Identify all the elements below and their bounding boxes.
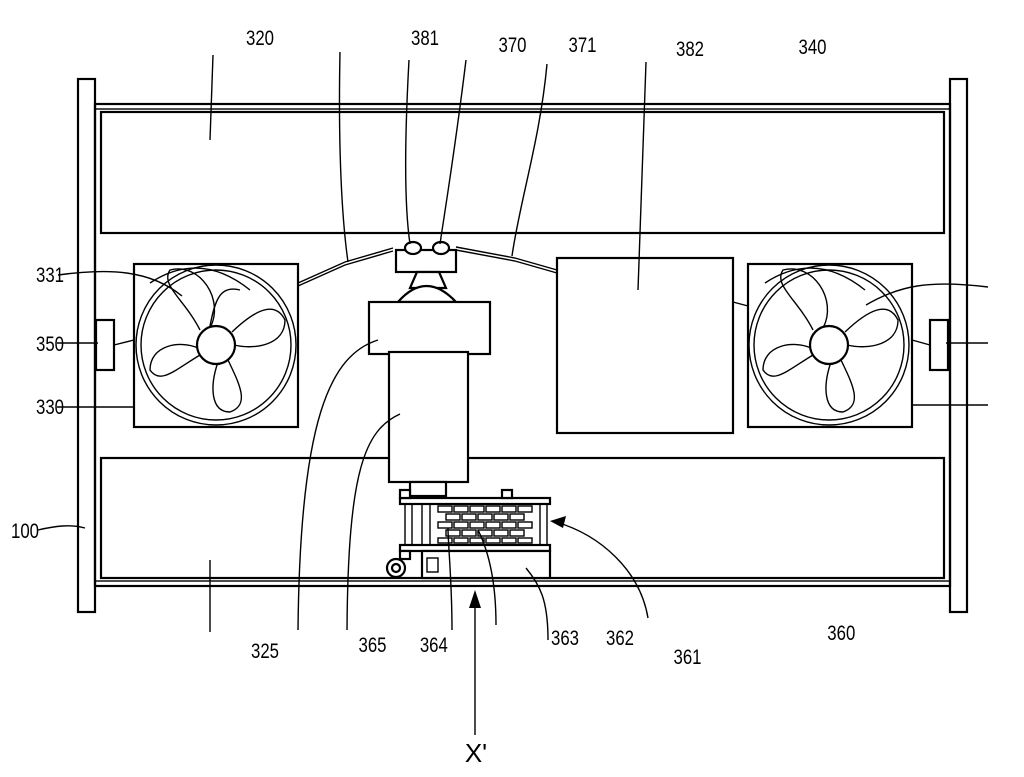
heater-unit-360 — [385, 480, 552, 580]
leader-370 — [405, 59, 411, 245]
label-360: 360 — [827, 622, 855, 645]
leader-381 — [338, 51, 349, 263]
fan-corner-arc — [149, 267, 251, 291]
wire-336 — [732, 301, 749, 307]
connector-351 — [928, 318, 950, 372]
fan-shroud-335 — [748, 264, 910, 426]
fan-blade — [209, 288, 241, 327]
label-364: 364 — [420, 634, 448, 657]
label-331: 331 — [36, 264, 64, 287]
terminal — [426, 557, 439, 573]
roller-371 — [431, 240, 451, 256]
control-box-340 — [555, 256, 735, 435]
clip — [500, 488, 514, 500]
label-361: 361 — [673, 646, 701, 669]
wire-381 — [297, 247, 394, 284]
fan-blade — [212, 359, 243, 413]
fan-335 — [746, 262, 914, 429]
label-100: 100 — [11, 520, 39, 543]
top-rail — [398, 496, 552, 506]
fan-hub-331 — [195, 324, 237, 366]
leader-331 — [57, 270, 183, 297]
wire-350 — [113, 339, 135, 346]
label-320: 320 — [246, 27, 274, 50]
fan-blade — [149, 343, 201, 377]
fan-blade — [780, 268, 829, 331]
wires — [297, 246, 749, 307]
knob-center — [390, 562, 402, 574]
fan-shroud-inner-330 — [140, 269, 292, 421]
pointer-360-head — [550, 516, 566, 528]
label-365: 365 — [358, 634, 386, 657]
label-325: 325 — [251, 640, 279, 663]
label-view-x: X' — [465, 738, 487, 768]
label-330: 330 — [36, 396, 64, 419]
leader-361 — [525, 567, 549, 641]
pointer-360 — [555, 521, 649, 619]
roller-370 — [403, 240, 423, 256]
leader-320 — [209, 54, 214, 141]
leader-336 — [865, 283, 989, 306]
clip — [398, 549, 412, 561]
fan-shroud-330 — [135, 264, 297, 426]
label-382: 382 — [676, 38, 704, 61]
wire-382 — [455, 246, 558, 271]
clip — [398, 488, 412, 500]
fan-blade — [844, 308, 899, 348]
right-end-plate — [948, 77, 969, 614]
leader-362 — [477, 529, 497, 626]
fan-frame-330 — [132, 262, 300, 429]
left-end-plate — [76, 77, 97, 614]
label-350: 350 — [36, 333, 64, 356]
upper-panel-320 — [99, 110, 946, 235]
leader-100 — [37, 525, 86, 531]
leader-382 — [511, 63, 548, 257]
fan-corner-arc — [764, 267, 866, 291]
stem — [408, 270, 448, 290]
fan-hub-336 — [808, 324, 850, 366]
view-arrow-head — [469, 590, 481, 608]
leader-364 — [346, 413, 401, 631]
fan-blade — [231, 308, 286, 348]
leader-340 — [637, 61, 647, 291]
label-381: 381 — [411, 27, 439, 50]
motor-364 — [387, 350, 470, 484]
fan-blade — [762, 343, 814, 377]
fan-330 — [132, 262, 300, 429]
leader-371 — [439, 59, 467, 245]
motor-assembly — [367, 240, 492, 484]
leader-365 — [297, 339, 379, 631]
leader-lines — [37, 51, 989, 641]
label-371: 371 — [568, 34, 596, 57]
fan-blade — [167, 268, 216, 331]
housing-365 — [367, 300, 492, 356]
leader-363 — [447, 527, 453, 631]
label-362: 362 — [606, 627, 634, 650]
heating-element-362 — [437, 505, 533, 544]
wire-351 — [911, 339, 931, 346]
coupling — [408, 480, 448, 498]
label-370: 370 — [498, 34, 526, 57]
wire-382-inner — [455, 249, 558, 274]
wire-381-inner — [297, 250, 394, 287]
fan-blade — [825, 359, 856, 413]
fan-frame-335 — [746, 262, 914, 429]
connector-350 — [94, 318, 116, 372]
label-363: 363 — [551, 627, 579, 650]
label-340: 340 — [798, 36, 826, 59]
